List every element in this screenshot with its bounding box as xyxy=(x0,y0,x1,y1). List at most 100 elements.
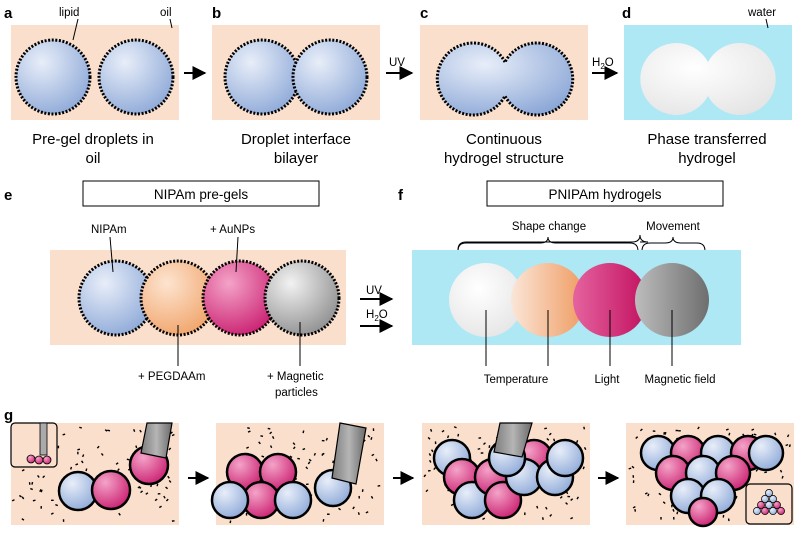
lipid-dot xyxy=(583,447,587,450)
lipid-dot xyxy=(441,429,445,433)
lipid-dot xyxy=(755,468,759,472)
lipid-dot xyxy=(80,460,84,464)
panel-d-letter: d xyxy=(622,5,631,22)
lipid-dot xyxy=(429,428,433,432)
lipid-dot xyxy=(678,430,681,432)
label-pegdaam: + PEGDAAm xyxy=(138,371,205,383)
pyramid-pink-droplet xyxy=(757,501,765,509)
lipid-dot xyxy=(358,495,361,499)
lipid-dot xyxy=(325,437,328,441)
brace-shape-change-line xyxy=(457,236,639,252)
droplet-magnetic xyxy=(263,259,341,337)
g-step3-needle xyxy=(493,422,533,458)
lipid-dot xyxy=(302,430,305,434)
h2o-arrow-label-top: H2O xyxy=(592,57,614,71)
lipid-dot xyxy=(332,460,335,464)
lipid-dot xyxy=(536,505,539,509)
lipid-dot xyxy=(42,475,46,479)
g-inset-needle xyxy=(39,422,48,456)
lipid-dot xyxy=(644,492,648,495)
lipid-dot xyxy=(75,463,79,466)
droplet-blue-left xyxy=(223,38,301,116)
lipid-dot xyxy=(524,512,526,516)
hydrogel-pink xyxy=(573,263,647,337)
lipid-dot xyxy=(658,492,662,496)
phase-transferred-hydrogel xyxy=(640,42,776,115)
lipid-dot xyxy=(104,429,108,432)
g-step4-pink-5 xyxy=(687,496,719,528)
panel-e-title: NIPAm pre-gels xyxy=(154,187,249,202)
continuous-hydrogel xyxy=(435,41,575,117)
pyramid-blue-droplet xyxy=(769,495,777,503)
lipid-dot xyxy=(478,437,482,439)
lipid-dot xyxy=(133,429,136,432)
pyramid-pink-droplet xyxy=(761,507,769,515)
lipid-dot xyxy=(428,459,432,463)
lipid-dot xyxy=(37,475,40,478)
lipid-dot xyxy=(371,453,375,457)
lipid-dot xyxy=(245,513,248,516)
label-shape-change: Shape change xyxy=(512,221,586,233)
lipid-dot xyxy=(77,448,81,451)
brace-shape-change xyxy=(457,234,649,251)
lipid-dot xyxy=(352,506,355,510)
lipid-dot xyxy=(457,433,460,437)
lipid-dot xyxy=(292,442,296,446)
lipid-dot xyxy=(372,428,375,431)
lipid-dot xyxy=(367,434,371,438)
lipid-dot xyxy=(722,514,725,518)
lipid-dot xyxy=(480,452,484,454)
lipid-dot xyxy=(565,502,569,505)
panel-e-letter: e xyxy=(4,187,12,204)
lipid-dot xyxy=(167,475,170,479)
label-nipam: NIPAm xyxy=(91,224,127,236)
pyramid-blue-droplet xyxy=(765,489,773,497)
lipid-dot xyxy=(583,426,586,430)
lipid-dot xyxy=(70,466,73,470)
lipid-dot xyxy=(18,494,22,498)
lipid-dot xyxy=(292,446,296,450)
lipid-dot xyxy=(269,445,273,449)
g-step3-blue-e xyxy=(545,438,585,478)
g-step4-blue-3 xyxy=(747,434,785,472)
lipid-dot xyxy=(21,518,25,521)
lipid-pointer xyxy=(72,18,79,41)
hydrogel-grey xyxy=(635,263,709,337)
lipid-dot xyxy=(728,432,731,436)
panel-g-letter: g xyxy=(4,407,13,424)
lipid-dot xyxy=(779,469,783,473)
lipid-dot xyxy=(370,437,373,440)
lipid-dot xyxy=(85,468,88,472)
panel-b-caption-2: bilayer xyxy=(274,150,318,167)
lipid-dot xyxy=(55,504,59,507)
droplet-blue-right xyxy=(97,38,175,116)
g-step1-needle xyxy=(140,422,173,459)
panel-b-letter: b xyxy=(212,5,221,22)
lipid-dot xyxy=(302,447,306,451)
water-label: water xyxy=(747,7,776,19)
panel-b-caption-1: Droplet interface xyxy=(241,131,351,148)
hydrogel-orange xyxy=(511,263,585,337)
lipid-dot xyxy=(62,433,66,436)
lipid-dot xyxy=(377,485,381,487)
lipid-dot xyxy=(434,441,437,445)
g-inset-droplet-1 xyxy=(26,454,36,464)
lipid-dot xyxy=(126,458,130,461)
lipid-dot xyxy=(79,426,82,429)
lipid-dot xyxy=(135,445,138,449)
label-movement: Movement xyxy=(646,221,700,233)
lipid-dot xyxy=(582,466,585,470)
lipid-dot xyxy=(430,449,434,453)
label-light: Light xyxy=(595,374,621,386)
g-step2-blue-1 xyxy=(210,480,250,520)
lipid-dot xyxy=(549,513,553,517)
lipid-dot xyxy=(425,489,429,493)
lipid-dot xyxy=(635,436,639,439)
lipid-dot xyxy=(289,455,293,459)
lipid-dot xyxy=(725,428,729,431)
lipid-dot xyxy=(788,444,791,448)
g-inset-droplet-3 xyxy=(42,455,52,465)
lipid-dot xyxy=(322,518,325,522)
lipid-dot xyxy=(305,466,309,470)
panel-f-title: PNIPAm hydrogels xyxy=(548,187,661,202)
